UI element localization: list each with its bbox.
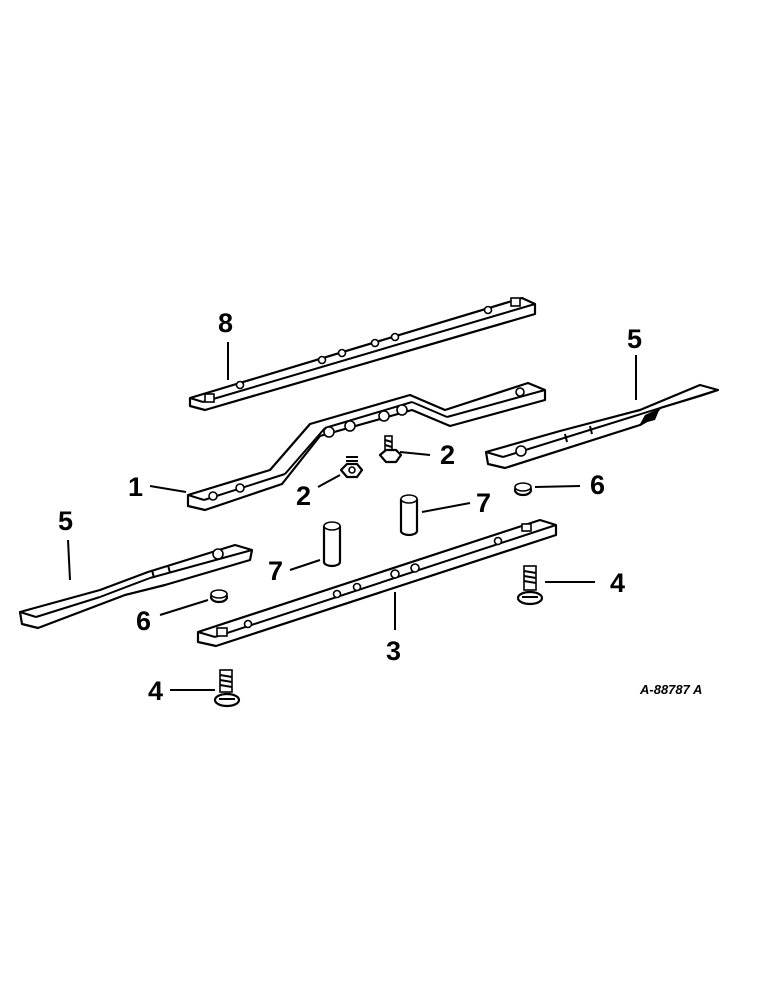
callout-2-lower: 2	[296, 481, 311, 511]
leader-6-left	[159, 599, 209, 616]
leader-lines	[67, 342, 637, 691]
callout-6-left: 6	[136, 606, 151, 636]
leader-5-left	[67, 539, 71, 581]
part-6-spacer-right	[513, 482, 533, 497]
callout-6-right: 6	[590, 470, 605, 500]
leader-6-right	[534, 485, 581, 488]
part-5-blade-right	[484, 383, 720, 470]
callout-4-right: 4	[610, 568, 625, 598]
part-2-nut	[339, 456, 364, 479]
callout-2-upper: 2	[440, 440, 455, 470]
part-4-screw-right	[516, 565, 544, 606]
part-5-blade-left	[18, 543, 254, 630]
part-8-bar	[188, 296, 537, 412]
reference-number: A-88787 A	[639, 682, 702, 697]
part-2-bolt	[378, 435, 403, 464]
callout-7-left: 7	[268, 556, 283, 586]
part-1-offset-bar	[186, 381, 547, 512]
part-6-spacer-left	[209, 589, 229, 604]
leader-7-left	[289, 559, 321, 571]
callout-labels: 8 5 2 2 1 6 7 5 7 4 6 3 4	[58, 308, 642, 706]
callout-8: 8	[218, 308, 233, 338]
callout-5-right: 5	[627, 324, 642, 354]
callout-3: 3	[386, 636, 401, 666]
part-7-tube-left	[322, 521, 342, 568]
leader-1	[149, 485, 187, 493]
leader-2-upper	[399, 451, 431, 456]
leader-2-lower	[317, 474, 341, 488]
part-3-bar	[196, 518, 558, 648]
callout-5-left: 5	[58, 506, 73, 536]
part-4-screw-left	[213, 669, 241, 708]
part-7-tube-right	[399, 494, 419, 537]
leader-7-right	[421, 502, 471, 513]
callout-4-left: 4	[148, 676, 163, 706]
callout-1: 1	[128, 472, 143, 502]
callout-7-right: 7	[476, 488, 491, 518]
